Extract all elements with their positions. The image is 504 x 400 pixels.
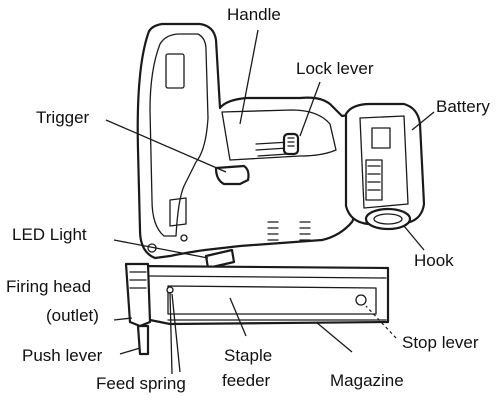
battery-front-panel xyxy=(359,115,409,209)
firing-head-part xyxy=(124,262,152,328)
hook-part xyxy=(364,207,412,231)
label-handle: Handle xyxy=(227,5,281,24)
leader-staple-feeder xyxy=(229,297,247,337)
battery-gauge xyxy=(371,127,391,149)
trigger-part xyxy=(214,164,250,186)
callout-labels: Handle Lock lever Trigger Battery LED Li… xyxy=(6,5,490,393)
handle-panel xyxy=(149,33,209,237)
leader-battery xyxy=(411,111,435,131)
firing-head-ribs xyxy=(129,271,147,289)
label-magazine: Magazine xyxy=(330,371,404,390)
stapler-illustration xyxy=(124,22,426,356)
label-led-light: LED Light xyxy=(12,225,87,244)
label-firing-head-line1: Firing head xyxy=(6,277,91,296)
handle-window xyxy=(165,53,185,89)
leader-lock-lever xyxy=(299,81,321,137)
screw-2 xyxy=(180,234,188,242)
magazine-top-edge xyxy=(149,275,387,279)
label-feed-spring: Feed spring xyxy=(96,374,186,393)
leader-lines xyxy=(105,29,435,375)
label-stop-lever: Stop lever xyxy=(402,333,479,352)
battery-ribs xyxy=(365,159,383,201)
label-lock-lever: Lock lever xyxy=(296,59,374,78)
label-staple-feeder-line1: Staple xyxy=(224,346,272,365)
label-firing-head-line2: (outlet) xyxy=(46,306,99,325)
leader-magazine xyxy=(315,321,353,353)
label-trigger: Trigger xyxy=(36,108,90,127)
led-light-part xyxy=(204,248,236,270)
handle-bridge xyxy=(221,109,337,161)
push-lever-part xyxy=(136,324,150,356)
lock-lever-part xyxy=(282,132,300,156)
leader-trigger xyxy=(105,119,227,173)
label-battery: Battery xyxy=(436,97,490,116)
label-push-lever: Push lever xyxy=(22,346,103,365)
leader-feed-spring-2 xyxy=(171,293,181,373)
magazine-inner-channel xyxy=(167,285,377,315)
label-hook: Hook xyxy=(414,251,454,270)
stop-lever-screw xyxy=(355,294,367,306)
leader-hook xyxy=(403,225,425,251)
leader-push-lever xyxy=(119,347,141,355)
leader-led-light xyxy=(113,239,209,259)
leader-feed-spring-1 xyxy=(169,291,173,375)
handle-grip-lower xyxy=(169,197,187,227)
leader-stop-lever xyxy=(365,305,397,339)
leader-firing-head xyxy=(113,317,133,321)
label-staple-feeder-line2: feeder xyxy=(222,371,271,390)
leader-handle xyxy=(239,29,259,125)
vent-grille-lower xyxy=(267,221,311,241)
